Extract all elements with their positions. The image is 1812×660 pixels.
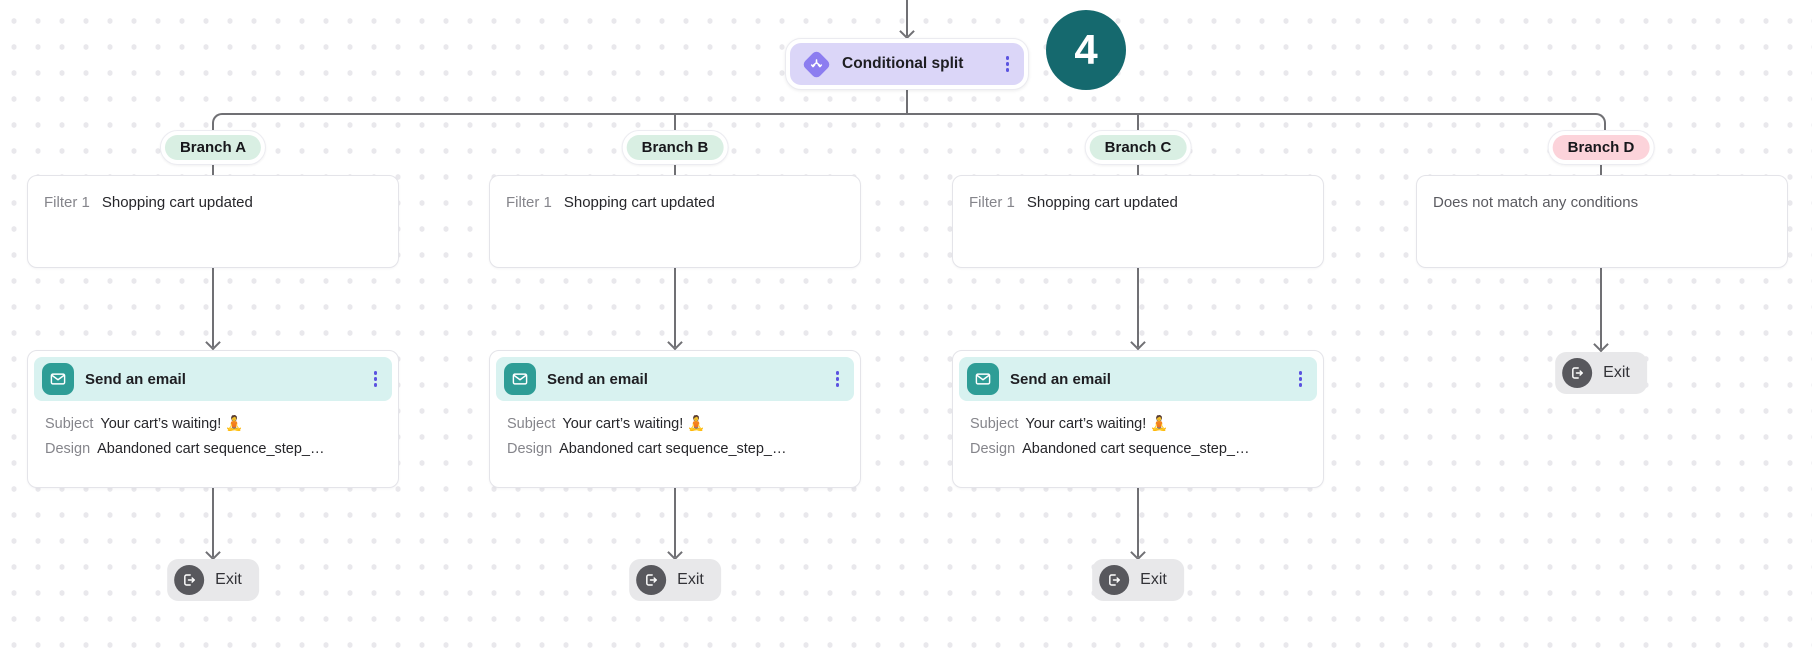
exit-label: Exit	[1603, 364, 1630, 381]
branch-pill-a: Branch A	[159, 130, 267, 165]
kebab-menu-icon[interactable]	[833, 367, 843, 391]
email-card-header[interactable]: Send an email	[34, 357, 392, 401]
subject-value: Your cart’s waiting! 🧘	[1025, 416, 1169, 432]
email-title: Send an email	[1010, 370, 1111, 388]
email-icon	[967, 363, 999, 395]
connector-arrow	[1137, 488, 1139, 557]
design-label: Design	[45, 441, 91, 457]
design-value: Abandoned cart sequence_step_…	[97, 441, 325, 457]
subject-value: Your cart’s waiting! 🧘	[100, 416, 244, 432]
exit-label: Exit	[677, 571, 704, 588]
branch-pill-d: Branch D	[1547, 130, 1655, 165]
connector-arrow	[212, 488, 214, 557]
branch-pill-b: Branch B	[621, 130, 729, 165]
filter-card-b[interactable]: Filter 1 Shopping cart updated	[489, 175, 861, 268]
filter-value: Shopping cart updated	[563, 194, 715, 211]
branch-pill-c: Branch C	[1084, 130, 1192, 165]
exit-icon	[174, 565, 205, 595]
branch-label: Branch D	[1552, 135, 1650, 160]
split-stem-connector	[906, 90, 908, 114]
branch-rail-connector	[212, 113, 1606, 139]
connector-arrow	[1600, 268, 1602, 349]
subject-label: Subject	[45, 416, 94, 432]
email-icon	[504, 363, 536, 395]
email-card-c[interactable]: Send an email Subject Your cart’s waitin…	[952, 350, 1324, 488]
else-condition-text: Does not match any conditions	[1433, 194, 1639, 211]
email-title: Send an email	[85, 370, 186, 388]
connector-arrow	[212, 268, 214, 347]
exit-node-b[interactable]: Exit	[629, 559, 721, 601]
exit-node-c[interactable]: Exit	[1092, 559, 1184, 601]
exit-node-a[interactable]: Exit	[167, 559, 259, 601]
conditional-split-node[interactable]: Conditional split	[785, 38, 1029, 90]
email-card-a[interactable]: Send an email Subject Your cart’s waitin…	[27, 350, 399, 488]
design-value: Abandoned cart sequence_step_…	[559, 441, 787, 457]
email-card-header[interactable]: Send an email	[496, 357, 854, 401]
exit-label: Exit	[215, 571, 242, 588]
branch-count-badge: 4	[1046, 10, 1126, 90]
email-card-b[interactable]: Send an email Subject Your cart’s waitin…	[489, 350, 861, 488]
filter-card-c[interactable]: Filter 1 Shopping cart updated	[952, 175, 1324, 268]
branch-label: Branch B	[626, 135, 724, 160]
filter-label: Filter 1	[44, 194, 90, 211]
filter-value: Shopping cart updated	[101, 194, 253, 211]
design-value: Abandoned cart sequence_step_…	[1022, 441, 1250, 457]
subject-value: Your cart’s waiting! 🧘	[562, 416, 706, 432]
exit-icon	[1099, 565, 1130, 595]
kebab-menu-icon[interactable]	[1296, 367, 1306, 391]
email-icon	[42, 363, 74, 395]
conditional-split-icon	[801, 49, 832, 79]
else-condition-card-d[interactable]: Does not match any conditions	[1416, 175, 1788, 268]
branch-label: Branch A	[164, 135, 262, 160]
email-title: Send an email	[547, 370, 648, 388]
exit-icon	[636, 565, 667, 595]
filter-label: Filter 1	[506, 194, 552, 211]
conditional-split-inner: Conditional split	[790, 43, 1024, 85]
exit-label: Exit	[1140, 571, 1167, 588]
connector-arrow	[674, 488, 676, 557]
exit-node-d[interactable]: Exit	[1555, 352, 1647, 394]
branch-label: Branch C	[1089, 135, 1187, 160]
filter-value: Shopping cart updated	[1026, 194, 1178, 211]
design-label: Design	[970, 441, 1016, 457]
subject-label: Subject	[507, 416, 556, 432]
conditional-split-label: Conditional split	[842, 55, 964, 72]
connector-top-arrow	[906, 0, 908, 36]
connector-arrow	[674, 268, 676, 347]
filter-label: Filter 1	[969, 194, 1015, 211]
connector-arrow	[1137, 268, 1139, 347]
subject-label: Subject	[970, 416, 1019, 432]
design-label: Design	[507, 441, 553, 457]
kebab-menu-icon[interactable]	[371, 367, 381, 391]
exit-icon	[1562, 358, 1593, 388]
filter-card-a[interactable]: Filter 1 Shopping cart updated	[27, 175, 399, 268]
kebab-menu-icon[interactable]	[1003, 52, 1013, 76]
email-card-header[interactable]: Send an email	[959, 357, 1317, 401]
